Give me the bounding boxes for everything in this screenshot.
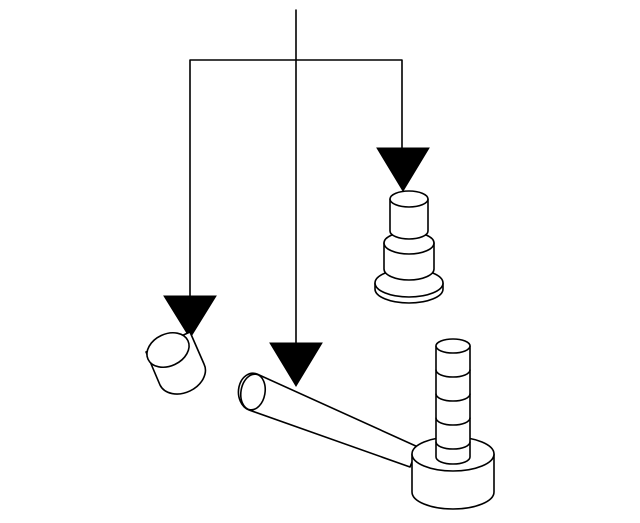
leader-line-branch [189,59,403,299]
leader-lines [189,9,403,346]
part-stepped-shaft [435,338,471,465]
part-stepped-bushing [374,190,444,304]
arrowhead-handle [269,342,323,387]
arrowheads [163,147,430,387]
arrowhead-bushing [376,147,430,192]
part-cap [145,331,207,395]
arrowhead-cap [163,295,217,339]
